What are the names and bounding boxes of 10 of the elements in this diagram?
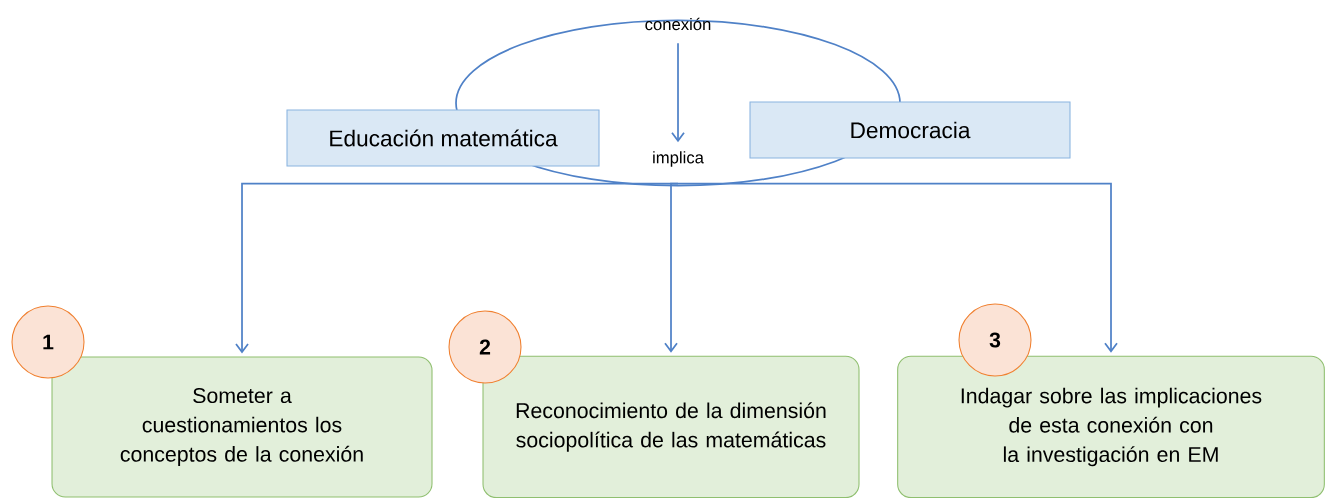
connector-label: implica — [653, 151, 704, 167]
concept-box: Democracia — [749, 101, 1071, 159]
concept-box: Educación matemática — [286, 109, 600, 167]
outcome-box: Someter a cuestionamientos los conceptos de la conexión — [51, 356, 433, 498]
outcome-box: Indagar sobre las implicaciones de esta conexión con la investigación en EM — [897, 355, 1325, 498]
arrow — [671, 42, 685, 143]
connector-label: conexión — [645, 17, 711, 31]
outcome-box: Reconocimiento de la dimensión sociopolítica de las matemáticas — [482, 355, 860, 498]
arrow — [664, 182, 679, 353]
arrow — [677, 182, 1118, 353]
